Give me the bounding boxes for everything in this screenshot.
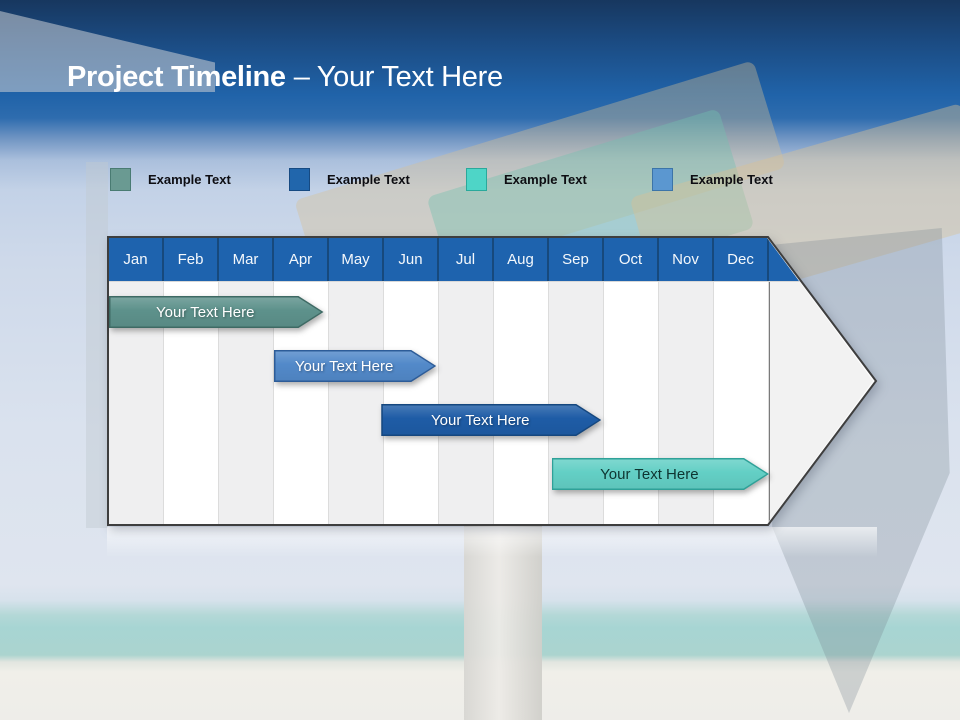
- grid-column-jul: [439, 282, 494, 524]
- month-cell-apr: Apr: [274, 238, 329, 281]
- timeline-bar-sheen: [552, 458, 769, 490]
- month-label: May: [341, 251, 370, 268]
- month-label: Dec: [727, 251, 754, 268]
- month-cell-nov: Nov: [659, 238, 714, 281]
- month-cell-sep: Sep: [549, 238, 604, 281]
- legend-color-swatch: [289, 168, 310, 191]
- timeline-bar-label: Your Text Here: [600, 465, 699, 483]
- month-label: Apr: [288, 251, 313, 268]
- legend-color-swatch: [652, 168, 673, 191]
- timeline-bar-label: Your Text Here: [431, 411, 530, 429]
- legend-item: Example Text: [466, 168, 587, 191]
- legend-label: Example Text: [327, 172, 410, 187]
- month-cell-may: May: [329, 238, 384, 281]
- grid-column-may: [329, 282, 384, 524]
- timeline-bars-layer: Your Text Here Your Text Here Your Text …: [107, 236, 879, 526]
- month-label: Feb: [177, 251, 204, 268]
- timeline-bar-fill: [552, 458, 769, 490]
- timeline-bar: Your Text Here: [381, 404, 601, 436]
- legend-item: Example Text: [110, 168, 231, 191]
- month-label: Sep: [562, 251, 589, 268]
- month-cell-jul: Jul: [439, 238, 494, 281]
- legend-item: Example Text: [289, 168, 410, 191]
- month-cell-dec: Dec: [714, 238, 769, 281]
- timeline-bar-label: Your Text Here: [156, 303, 255, 321]
- legend-item: Example Text: [652, 168, 773, 191]
- photo-sign-edge-left: [86, 162, 108, 528]
- title-main: Project Timeline: [67, 61, 286, 93]
- month-label: Mar: [232, 251, 259, 268]
- month-label: Aug: [507, 251, 534, 268]
- legend-label: Example Text: [148, 172, 231, 187]
- month-label: Oct: [618, 251, 643, 268]
- timeline-bar: Your Text Here: [274, 350, 436, 382]
- month-cell-jun: Jun: [384, 238, 439, 281]
- grid-column-aug: [494, 282, 549, 524]
- month-cell-oct: Oct: [604, 238, 659, 281]
- month-cell-feb: Feb: [164, 238, 219, 281]
- month-cell-mar: Mar: [219, 238, 274, 281]
- legend-color-swatch: [110, 168, 131, 191]
- grid-column-jun: [384, 282, 439, 524]
- timeline-bar: Your Text Here: [109, 296, 324, 328]
- month-label: Jan: [123, 251, 148, 268]
- timeline-bar-label: Your Text Here: [294, 357, 394, 375]
- month-cell-aug: Aug: [494, 238, 549, 281]
- timeline-bar-fill: [274, 350, 436, 382]
- month-cell-jan: Jan: [109, 238, 164, 281]
- timeline-reflection: [107, 527, 877, 557]
- legend-label: Example Text: [690, 172, 773, 187]
- title-suffix: – Your Text Here: [293, 61, 503, 93]
- timeline-bar-fill: [109, 296, 324, 328]
- timeline-bar-sheen: [109, 296, 324, 328]
- timeline-bar-sheen: [381, 404, 601, 436]
- legend-color-swatch: [466, 168, 487, 191]
- month-label: Jul: [455, 251, 476, 268]
- timeline-bar-fill: [381, 404, 601, 436]
- month-label: Jun: [398, 251, 423, 268]
- legend-label: Example Text: [504, 172, 587, 187]
- timeline-bar-sheen: [274, 350, 436, 382]
- timeline-bar: Your Text Here: [552, 458, 769, 490]
- month-label: Nov: [672, 251, 699, 268]
- page-title: Project Timeline– Your Text Here: [67, 61, 503, 94]
- timeline-chart: Jan Feb Mar Apr May Jun Jul Aug Sep Oct …: [107, 236, 879, 526]
